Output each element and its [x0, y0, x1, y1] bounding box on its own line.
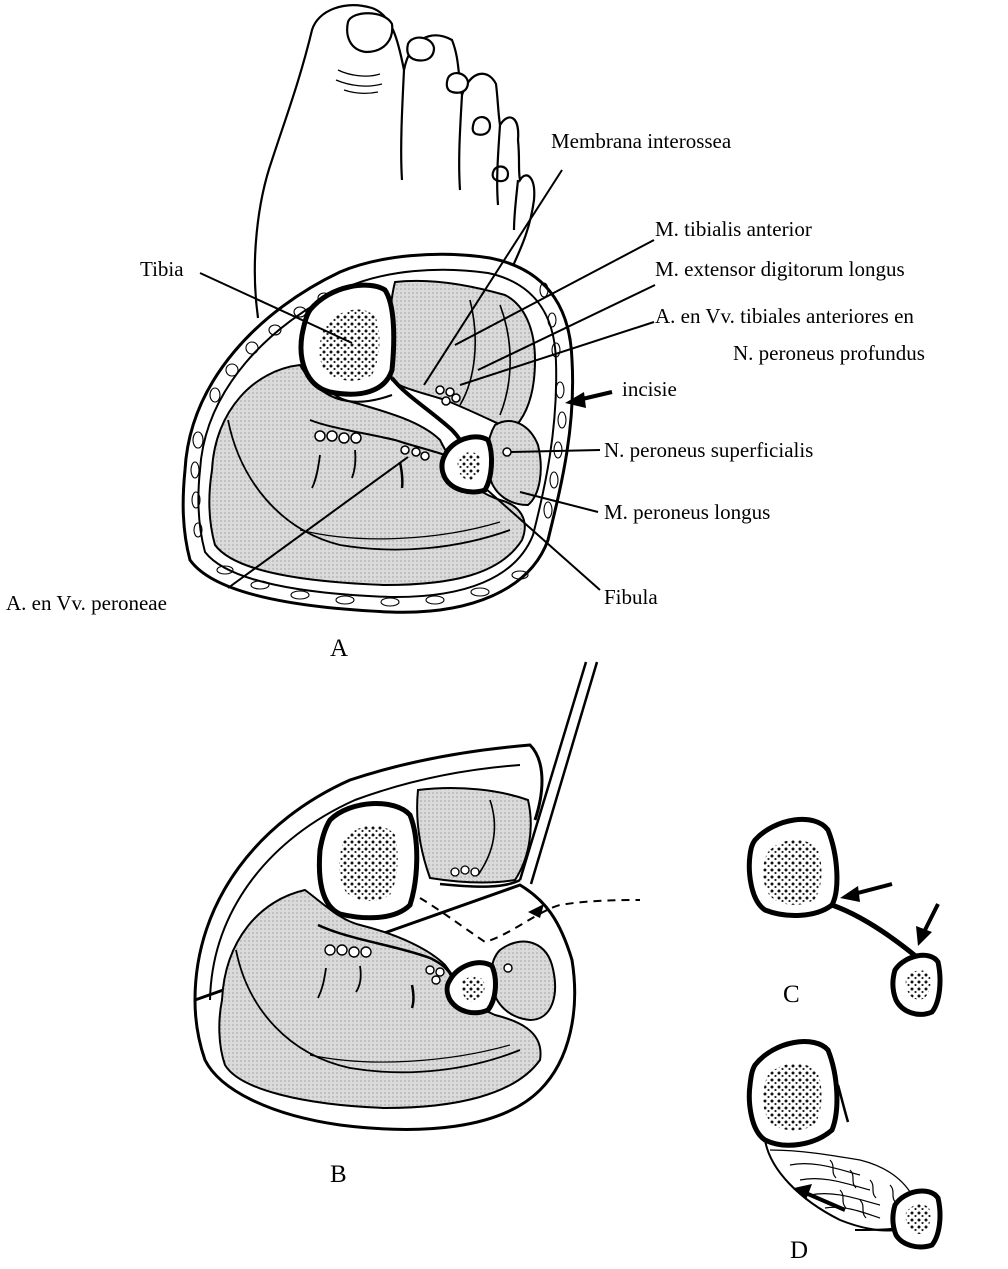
arrow-d: [794, 1184, 845, 1210]
label-extensor-digitorum: M. extensor digitorum longus: [655, 257, 905, 281]
label-membrana-interossea: Membrana interossea: [551, 129, 732, 153]
label-incisie: incisie: [622, 377, 677, 401]
panel-d-diagram: [749, 1042, 940, 1247]
label-peroneus-longus: M. peroneus longus: [604, 500, 770, 524]
panel-c-diagram: [749, 819, 940, 1014]
panel-b-diagram: [195, 662, 640, 1129]
panel-label-d: D: [790, 1237, 808, 1264]
panel-a-diagram: [183, 5, 655, 612]
panel-label-b: B: [330, 1161, 347, 1188]
label-fibula: Fibula: [604, 585, 658, 609]
label-vessels-anterior-1: A. en Vv. tibiales anteriores en: [655, 304, 914, 328]
label-tibia: Tibia: [140, 257, 184, 281]
superficial-nerve-a: [503, 448, 511, 456]
label-vessels-anterior-2: N. peroneus profundus: [733, 341, 925, 365]
panel-label-a: A: [330, 635, 348, 662]
interosseous-membrane-c: [832, 905, 918, 958]
label-peroneae: A. en Vv. peroneae: [6, 591, 167, 615]
panel-label-c: C: [783, 981, 800, 1008]
label-nerve-superficialis: N. peroneus superficialis: [604, 438, 813, 462]
label-tibialis-anterior: M. tibialis anterior: [655, 217, 812, 241]
